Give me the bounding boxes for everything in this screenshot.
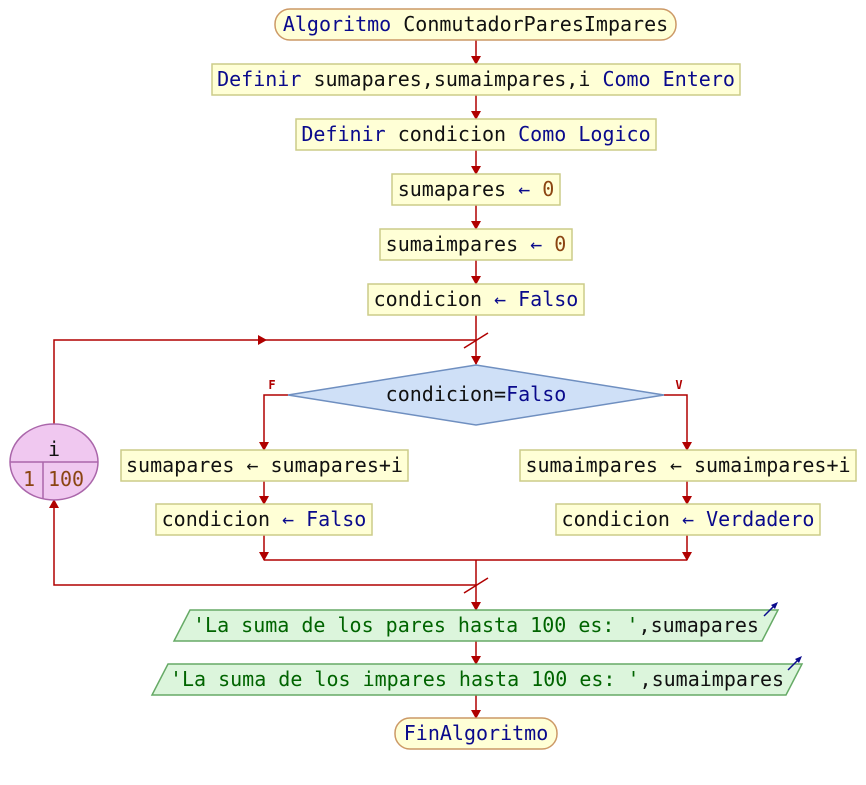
for-loop-node: i 1 100: [9, 423, 99, 501]
left-condicion-block: condicion ← Falso: [155, 503, 373, 536]
define-vars: condicion: [398, 122, 506, 146]
end-terminal: FinAlgoritmo: [394, 717, 558, 750]
start-terminal: Algoritmo ConmutadorParesImpares: [274, 8, 677, 41]
svg-text:'La suma de los pares hasta 10: 'La suma de los pares hasta 100 es: ',su…: [193, 613, 759, 637]
svg-text:sumaimpares ← sumaimpares+i: sumaimpares ← sumaimpares+i: [525, 453, 850, 477]
define-keyword: Definir: [217, 67, 301, 91]
right-condicion-block: condicion ← Verdadero: [555, 503, 821, 536]
svg-text:condicion ← Falso: condicion ← Falso: [374, 287, 579, 311]
svg-text:condicion ← Falso: condicion ← Falso: [162, 507, 367, 531]
algorithm-name: ConmutadorParesImpares: [403, 12, 668, 36]
svg-text:sumapares ← sumapares+i: sumapares ← sumapares+i: [126, 453, 403, 477]
svg-text:'La suma de los impares hasta: 'La suma de los impares hasta 100 es: ',…: [170, 667, 784, 691]
como-keyword: Como: [518, 122, 566, 146]
assign-sumapares-block: sumapares ← 0: [391, 173, 561, 206]
svg-text:condicion=Falso: condicion=Falso: [386, 382, 567, 406]
left-sum-block: sumapares ← sumapares+i: [120, 449, 409, 482]
svg-text:sumapares ← 0: sumapares ← 0: [398, 177, 555, 201]
loop-from: 1: [23, 467, 35, 491]
svg-text:Definir condicion Como Logico: Definir condicion Como Logico: [301, 122, 650, 146]
svg-text:FinAlgoritmo: FinAlgoritmo: [404, 721, 549, 745]
svg-text:Algoritmo ConmutadorParesImpar: Algoritmo ConmutadorParesImpares: [283, 12, 668, 36]
loop-variable: i: [48, 437, 60, 461]
type-keyword: Entero: [663, 67, 735, 91]
output-pares-block: 'La suma de los pares hasta 100 es: ',su…: [172, 602, 780, 642]
start-keyword: Algoritmo: [283, 12, 391, 36]
assign-condicion-block: condicion ← Falso: [367, 283, 585, 316]
svg-text:sumaimpares ← 0: sumaimpares ← 0: [386, 232, 567, 256]
type-keyword: Logico: [578, 122, 650, 146]
true-label: V: [675, 378, 682, 392]
svg-text:Definir sumapares,sumaimpares,: Definir sumapares,sumaimpares,i Como Ent…: [217, 67, 735, 91]
decision-diamond: condicion=Falso F V: [268, 364, 683, 426]
false-label: F: [268, 378, 275, 392]
right-sum-block: sumaimpares ← sumaimpares+i: [519, 449, 857, 482]
output-impares-block: 'La suma de los impares hasta 100 es: ',…: [150, 656, 804, 696]
assign-sumaimpares-block: sumaimpares ← 0: [379, 228, 573, 261]
svg-text:condicion ← Verdadero: condicion ← Verdadero: [562, 507, 815, 531]
como-keyword: Como: [602, 67, 650, 91]
define-logic-block: Definir condicion Como Logico: [295, 118, 657, 151]
define-keyword: Definir: [301, 122, 385, 146]
connectors: [53, 40, 688, 718]
loop-to: 100: [48, 467, 84, 491]
define-vars: sumapares,sumaimpares,i: [313, 67, 590, 91]
arrowheads: [49, 56, 692, 719]
define-integers-block: Definir sumapares,sumaimpares,i Como Ent…: [211, 63, 741, 96]
